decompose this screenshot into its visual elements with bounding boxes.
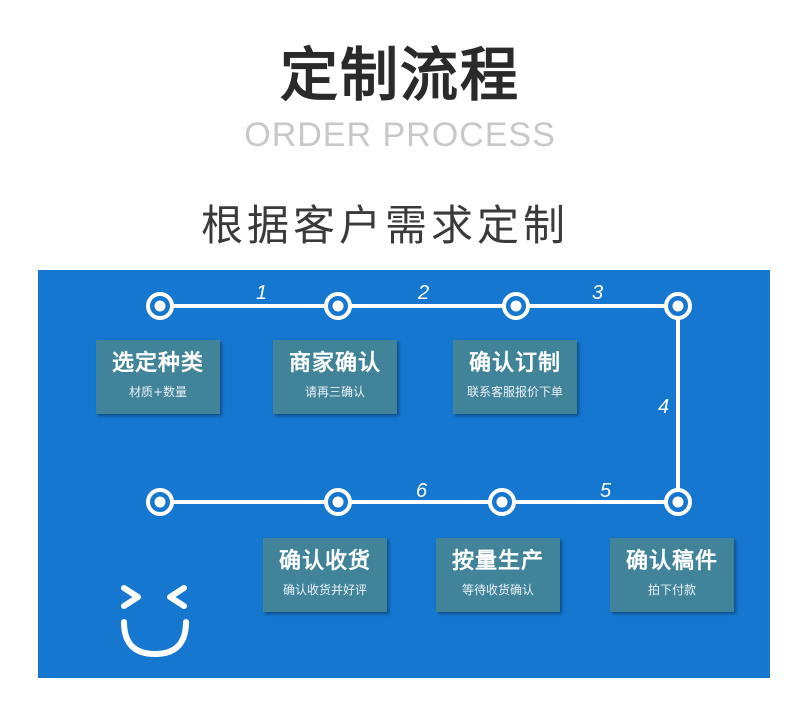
step-title: 确认稿件 [625,549,718,574]
node-2-1 [146,488,174,516]
node-2-4 [664,488,692,516]
page-title: 定制流程 [279,41,520,109]
step-title: 商家确认 [288,351,381,376]
step-desc: 材质+数量 [128,385,188,399]
step-desc: 确认收货并好评 [282,583,367,597]
step-confirm-draft: 确认稿件 拍下付款 [610,538,734,612]
node-1-1 [146,292,174,320]
process-path [121,292,692,657]
step-desc: 请再三确认 [304,385,365,399]
step-select-type: 选定种类 材质+数量 [96,340,220,414]
node-2-3 [488,488,516,516]
segment-number-3: 3 [592,282,604,304]
step-title: 确认订制 [468,351,561,376]
step-title: 确认收货 [278,549,371,574]
step-desc: 等待收货确认 [461,583,534,597]
node-1-4 [664,292,692,320]
step-production: 按量生产 等待收货确认 [436,538,560,612]
step-confirm-receipt: 确认收货 确认收货并好评 [263,538,387,612]
segment-number-4: 4 [658,396,670,418]
segment-number-1: 1 [256,282,268,304]
step-merchant-confirm: 商家确认 请再三确认 [273,340,397,414]
smiley-face-icon [121,585,189,657]
step-confirm-order: 确认订制 联系客服报价下单 [453,340,577,414]
node-1-3 [502,292,530,320]
page-subtitle: ORDER PROCESS [244,116,556,154]
step-title: 按量生产 [451,549,544,574]
segment-number-6: 6 [416,480,428,502]
step-desc: 联系客服报价下单 [466,385,563,399]
step-title: 选定种类 [111,351,204,376]
segment-number-5: 5 [600,480,612,502]
step-desc: 拍下付款 [647,583,696,597]
tagline: 根据客户需求定制 [200,201,569,250]
node-1-2 [324,292,352,320]
process-panel: 1 2 3 4 5 6 选定种类 材质+数量 商家确认 请再三确认 确认订制 联… [38,270,770,678]
node-2-2 [324,488,352,516]
segment-number-2: 2 [418,282,430,304]
